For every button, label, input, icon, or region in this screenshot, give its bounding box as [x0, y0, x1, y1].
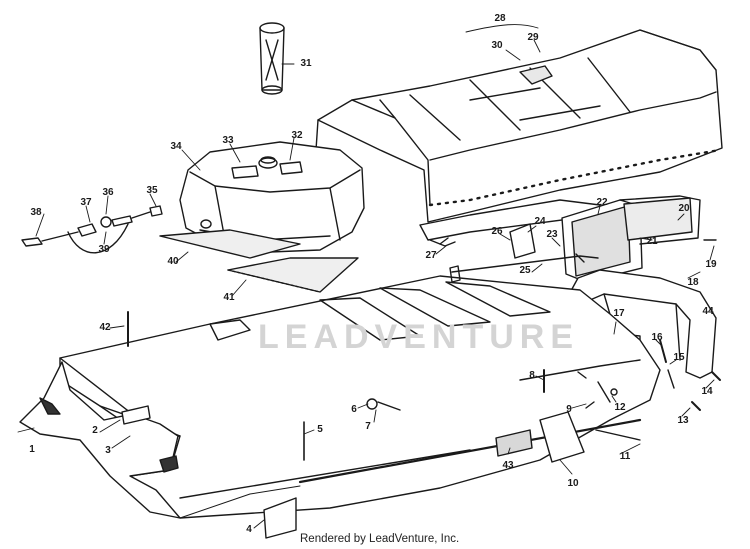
callout-3: 3 [105, 445, 111, 456]
callout-41: 41 [223, 292, 235, 303]
fuel-line [22, 206, 162, 253]
callout-29: 29 [527, 32, 539, 43]
callout-44: 44 [702, 306, 714, 317]
callout-33: 33 [222, 135, 234, 146]
callout-7: 7 [365, 421, 371, 432]
callout-14: 14 [701, 386, 713, 397]
callout-25: 25 [519, 265, 531, 276]
callout-32: 32 [291, 130, 303, 141]
callout-40: 40 [167, 256, 179, 267]
callout-15: 15 [673, 352, 685, 363]
callout-37: 37 [80, 197, 92, 208]
hardware [122, 238, 720, 538]
callout-19: 19 [705, 259, 717, 270]
callout-4: 4 [246, 524, 252, 535]
callout-43: 43 [502, 460, 514, 471]
leader-lines [18, 25, 714, 528]
callout-5: 5 [317, 424, 323, 435]
callout-28: 28 [494, 13, 506, 24]
callout-31: 31 [300, 58, 312, 69]
callout-18: 18 [687, 277, 699, 288]
callout-12: 12 [614, 402, 626, 413]
callout-13: 13 [677, 415, 689, 426]
callout-24: 24 [534, 216, 546, 227]
callout-27: 27 [425, 250, 437, 261]
callout-42: 42 [99, 322, 111, 333]
trim-strip [520, 360, 640, 380]
callout-22: 22 [596, 197, 608, 208]
callout-2: 2 [92, 425, 98, 436]
fuel-tank [180, 142, 364, 252]
left-side-panel [20, 362, 180, 518]
fuel-gauge-tube [260, 23, 284, 94]
callout-38: 38 [30, 207, 42, 218]
callout-36: 36 [102, 187, 114, 198]
callout-8: 8 [529, 370, 535, 381]
callout-34: 34 [170, 141, 182, 152]
callout-6: 6 [351, 404, 357, 415]
callout-11: 11 [619, 451, 631, 462]
callout-35: 35 [146, 185, 158, 196]
callout-9: 9 [566, 404, 572, 415]
callout-39: 39 [98, 244, 110, 255]
callout-10: 10 [567, 478, 579, 489]
watermark-text: LEADVENTURE [258, 318, 580, 356]
tail-light [562, 196, 716, 282]
callout-1: 1 [29, 444, 35, 455]
callout-30: 30 [491, 40, 503, 51]
callout-21: 21 [646, 236, 658, 247]
callout-20: 20 [678, 203, 690, 214]
rear-shaft [450, 254, 598, 282]
callout-16: 16 [651, 332, 663, 343]
callout-23: 23 [546, 229, 558, 240]
credit-footer: Rendered by LeadVenture, Inc. [300, 533, 460, 545]
callout-26: 26 [491, 226, 503, 237]
callout-17: 17 [613, 308, 625, 319]
tank-pads [160, 230, 358, 292]
